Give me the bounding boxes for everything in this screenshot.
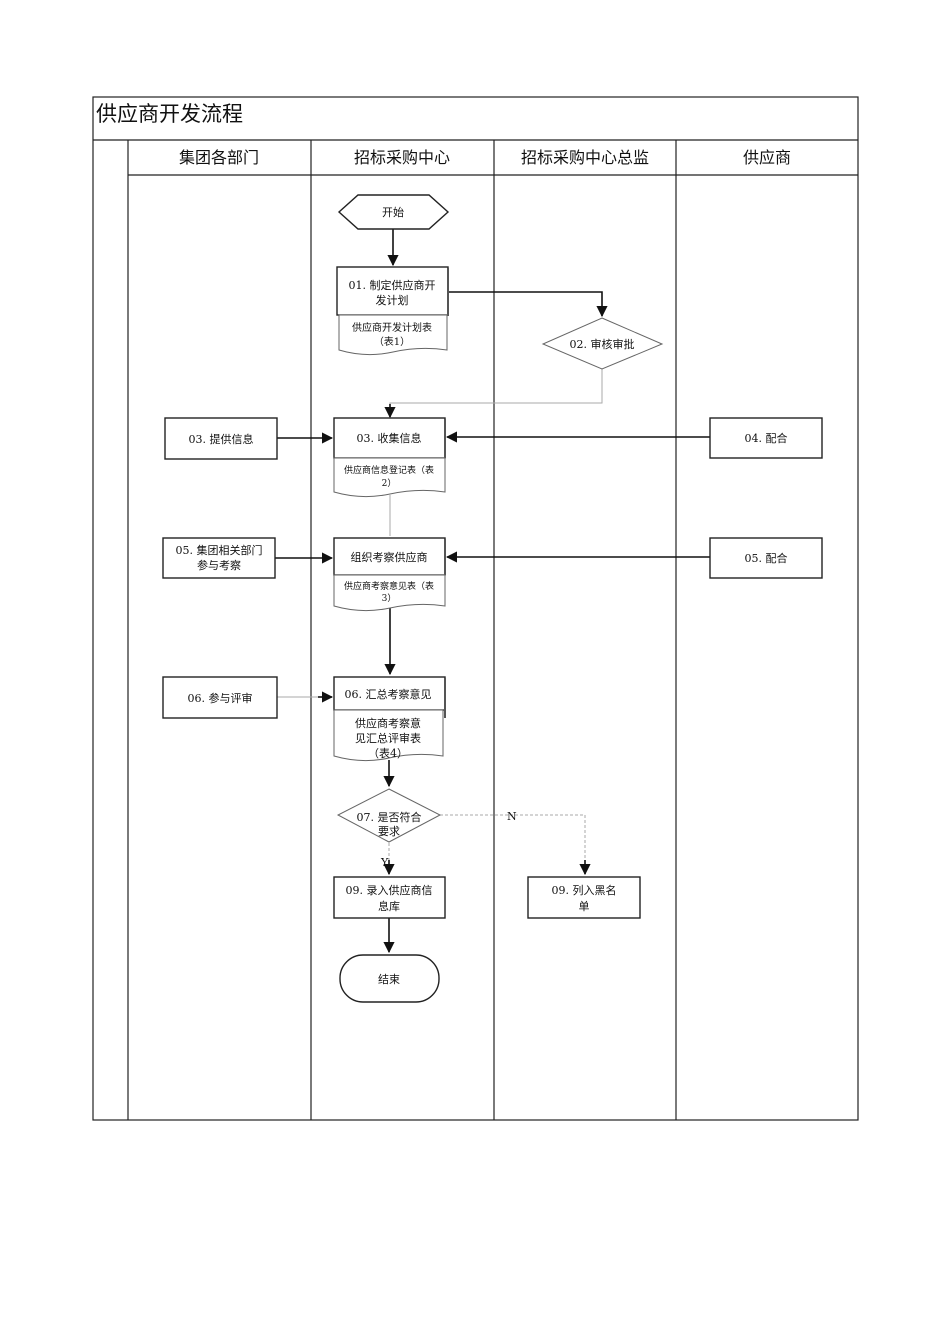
step-09-enter-line1: 09. 录入供应商信 (346, 883, 433, 897)
step-03-collect-info: 03. 收集信息 (333, 417, 446, 459)
step-04-cooperate: 04. 配合 (709, 417, 823, 459)
step-09-blacklist-line1: 09. 列入黑名 (552, 883, 617, 897)
step-05-cooperate: 05. 配合 (709, 537, 823, 579)
step-03-provide-label: 03. 提供信息 (189, 432, 254, 446)
step-05-organize-label: 组织考察供应商 (351, 550, 428, 564)
start-node: 开始 (337, 194, 450, 230)
decision-02-approve: 02. 审核审批 (541, 317, 664, 370)
step-09-blacklist: 09. 列入黑名 单 (527, 876, 641, 919)
step-09-blacklist-line2: 单 (579, 900, 590, 913)
lane-header-group-departments: 集团各部门 (179, 148, 259, 167)
end-node: 结束 (339, 954, 440, 1003)
lane-header-supplier: 供应商 (743, 148, 791, 167)
step-04-label: 04. 配合 (745, 431, 788, 445)
step-05-organize-inspection: 组织考察供应商 (333, 537, 446, 576)
step-03-provide-info: 03. 提供信息 (164, 417, 278, 460)
branch-label-yes: Y (380, 856, 389, 869)
document-table-1: 供应商开发计划表 （表1） (338, 314, 448, 356)
step-06-summarize-label: 06. 汇总考察意见 (345, 687, 432, 701)
decision-07-meets-requirements: 07. 是否符合 要求 (336, 788, 442, 843)
step-05-departments-line1: 05. 集团相关部门 (176, 543, 263, 557)
lane-header-procurement-center: 招标采购中心 (354, 148, 450, 167)
step-01-label-line1: 01. 制定供应商开 (349, 278, 436, 292)
start-label: 开始 (382, 205, 404, 219)
decision-02-label: 02. 审核审批 (570, 337, 635, 351)
step-05-departments-inspect: 05. 集团相关部门 参与考察 (162, 537, 276, 579)
step-06-join-review: 06. 参与评审 (162, 676, 278, 719)
document-table-1-line2: （表1） (374, 335, 410, 348)
page-title: 供应商开发流程 (96, 102, 243, 126)
end-label: 结束 (378, 973, 400, 986)
table-grid (92, 96, 859, 1121)
step-01-label-line2: 发计划 (376, 293, 409, 307)
step-06-summarize-opinions: 06. 汇总考察意见 (333, 676, 446, 718)
decision-07-line2: 要求 (378, 825, 400, 838)
document-table-2: 供应商信息登记表（表 2） (333, 457, 446, 498)
document-table-3-line2: 3） (382, 593, 397, 604)
document-table-4-line1: 供应商考察意 (355, 716, 421, 730)
document-table-2-line2: 2） (382, 478, 397, 489)
step-05-cooperate-label: 05. 配合 (745, 551, 788, 565)
step-03-collect-label: 03. 收集信息 (357, 431, 422, 445)
document-table-3: 供应商考察意见表（表 3） (333, 574, 446, 612)
step-09-enter-database: 09. 录入供应商信 息库 (333, 876, 446, 919)
step-01-plan: 01. 制定供应商开 发计划 (336, 266, 449, 316)
document-table-2-line1: 供应商信息登记表（表 (344, 464, 434, 476)
branch-label-no: N (507, 810, 517, 823)
decision-07-line1: 07. 是否符合 (357, 810, 422, 824)
document-table-1-line1: 供应商开发计划表 (352, 321, 432, 334)
connectors (275, 228, 710, 954)
document-table-4-line3: （表4） (368, 746, 408, 760)
step-09-enter-line2: 息库 (378, 899, 400, 913)
step-06-join-label: 06. 参与评审 (188, 691, 253, 705)
step-05-departments-line2: 参与考察 (197, 558, 241, 572)
document-table-4: 供应商考察意 见汇总评审表 （表4） (333, 709, 444, 762)
lane-header-procurement-director: 招标采购中心总监 (521, 148, 649, 167)
document-table-3-line1: 供应商考察意见表（表 (344, 580, 434, 592)
document-table-4-line2: 见汇总评审表 (355, 731, 421, 745)
